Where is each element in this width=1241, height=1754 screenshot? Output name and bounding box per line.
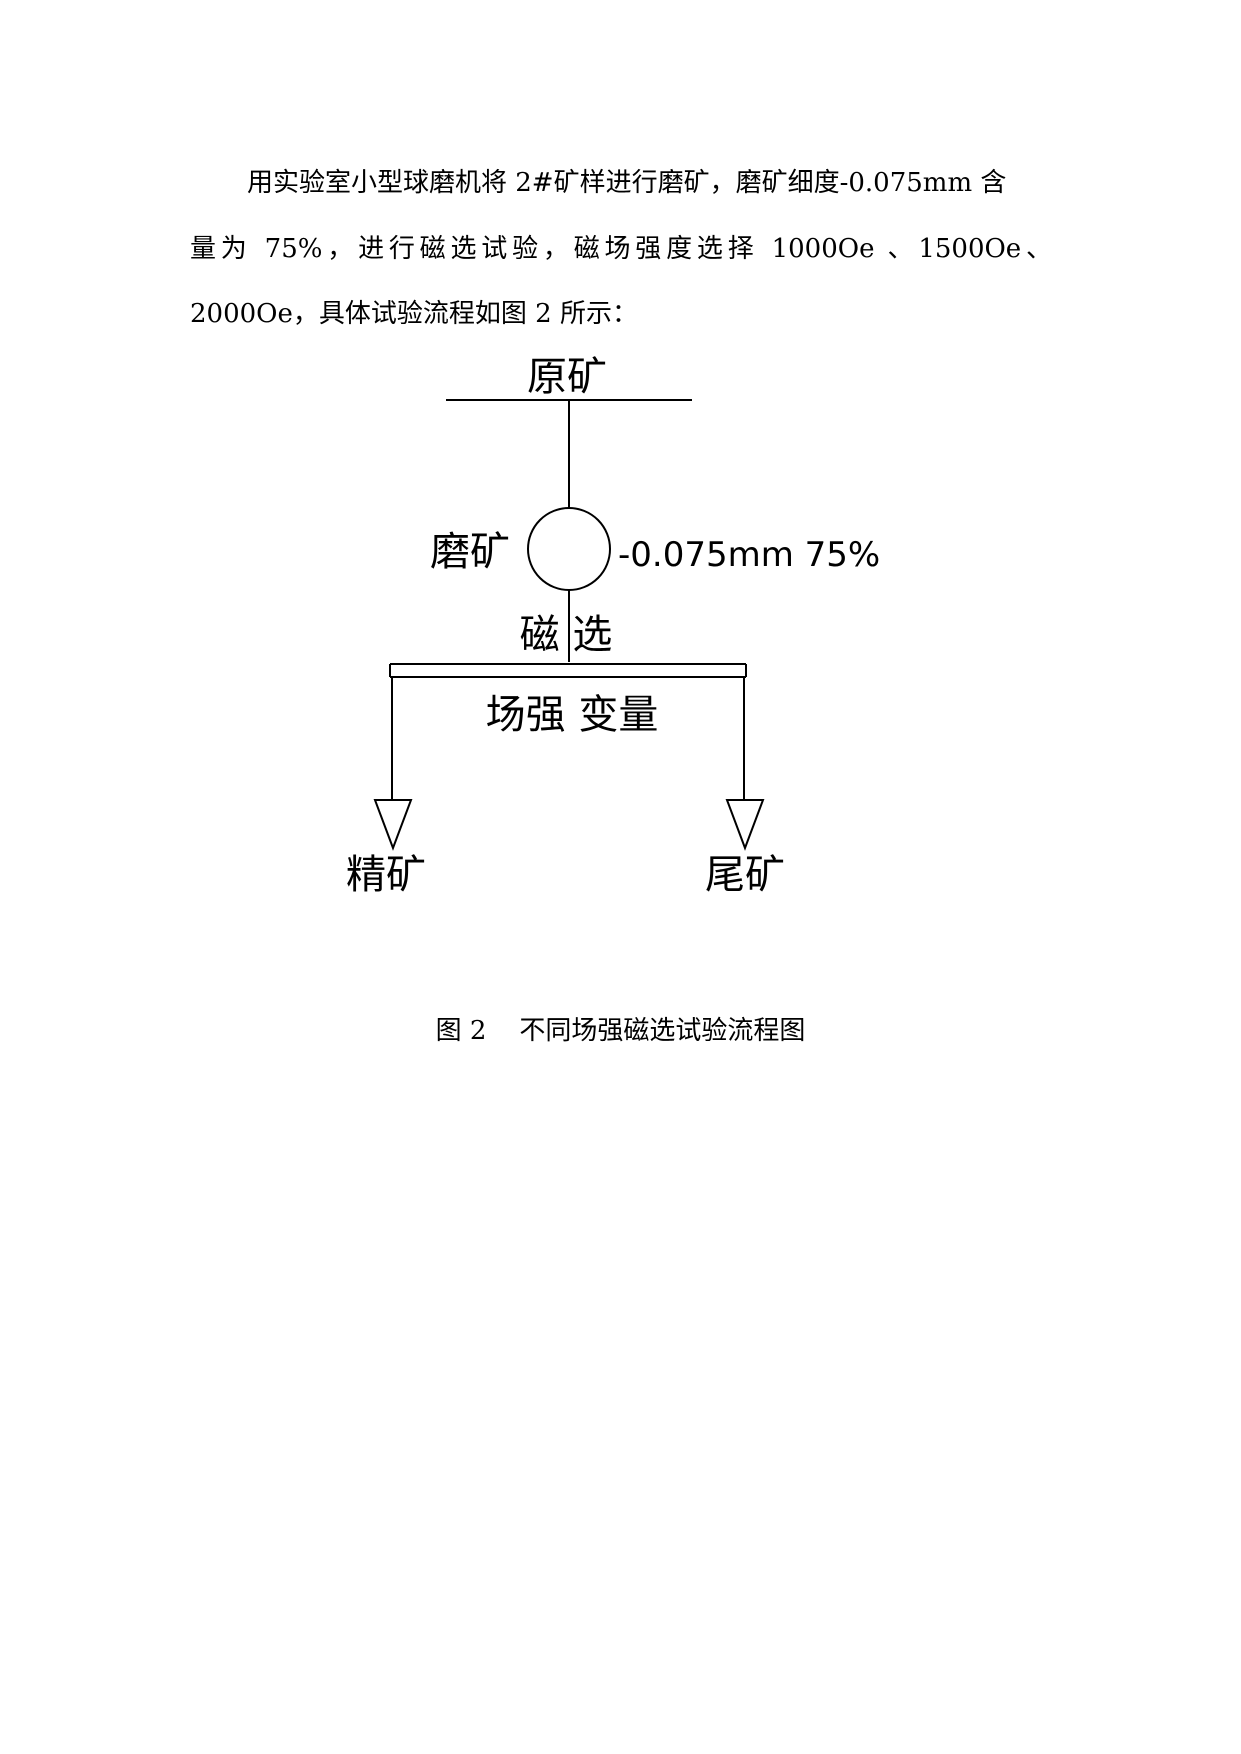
- raw-ore-label: 原矿: [527, 354, 607, 400]
- flowchart: 原矿 磨矿 -0.075mm 75% 磁 选 场强 变量 精矿 尾矿: [346, 354, 880, 898]
- fineness-label: -0.075mm 75%: [618, 535, 880, 575]
- concentrate-label: 精矿: [346, 852, 426, 898]
- paragraph-line-3: 2000Oe，具体试验流程如图 2 所示：: [190, 299, 638, 329]
- figure-caption: 图 2 不同场强磁选试验流程图: [435, 1016, 806, 1046]
- paragraph-line-2: 量为 75%，进行磁选试验，磁场强度选择 1000Oe 、1500Oe、: [190, 234, 1052, 264]
- tailings-arrow: [725, 799, 765, 851]
- concentrate-arrow: [373, 799, 413, 851]
- magnetic-separation-label: 磁 选: [520, 612, 613, 658]
- grinding-node: [527, 507, 611, 591]
- grinding-label: 磨矿: [430, 529, 510, 575]
- tailings-label: 尾矿: [705, 852, 785, 898]
- variable-label: 场强 变量: [486, 692, 659, 738]
- paragraph-line-1: 用实验室小型球磨机将 2#矿样进行磨矿，磨矿细度-0.075mm 含: [247, 168, 1007, 198]
